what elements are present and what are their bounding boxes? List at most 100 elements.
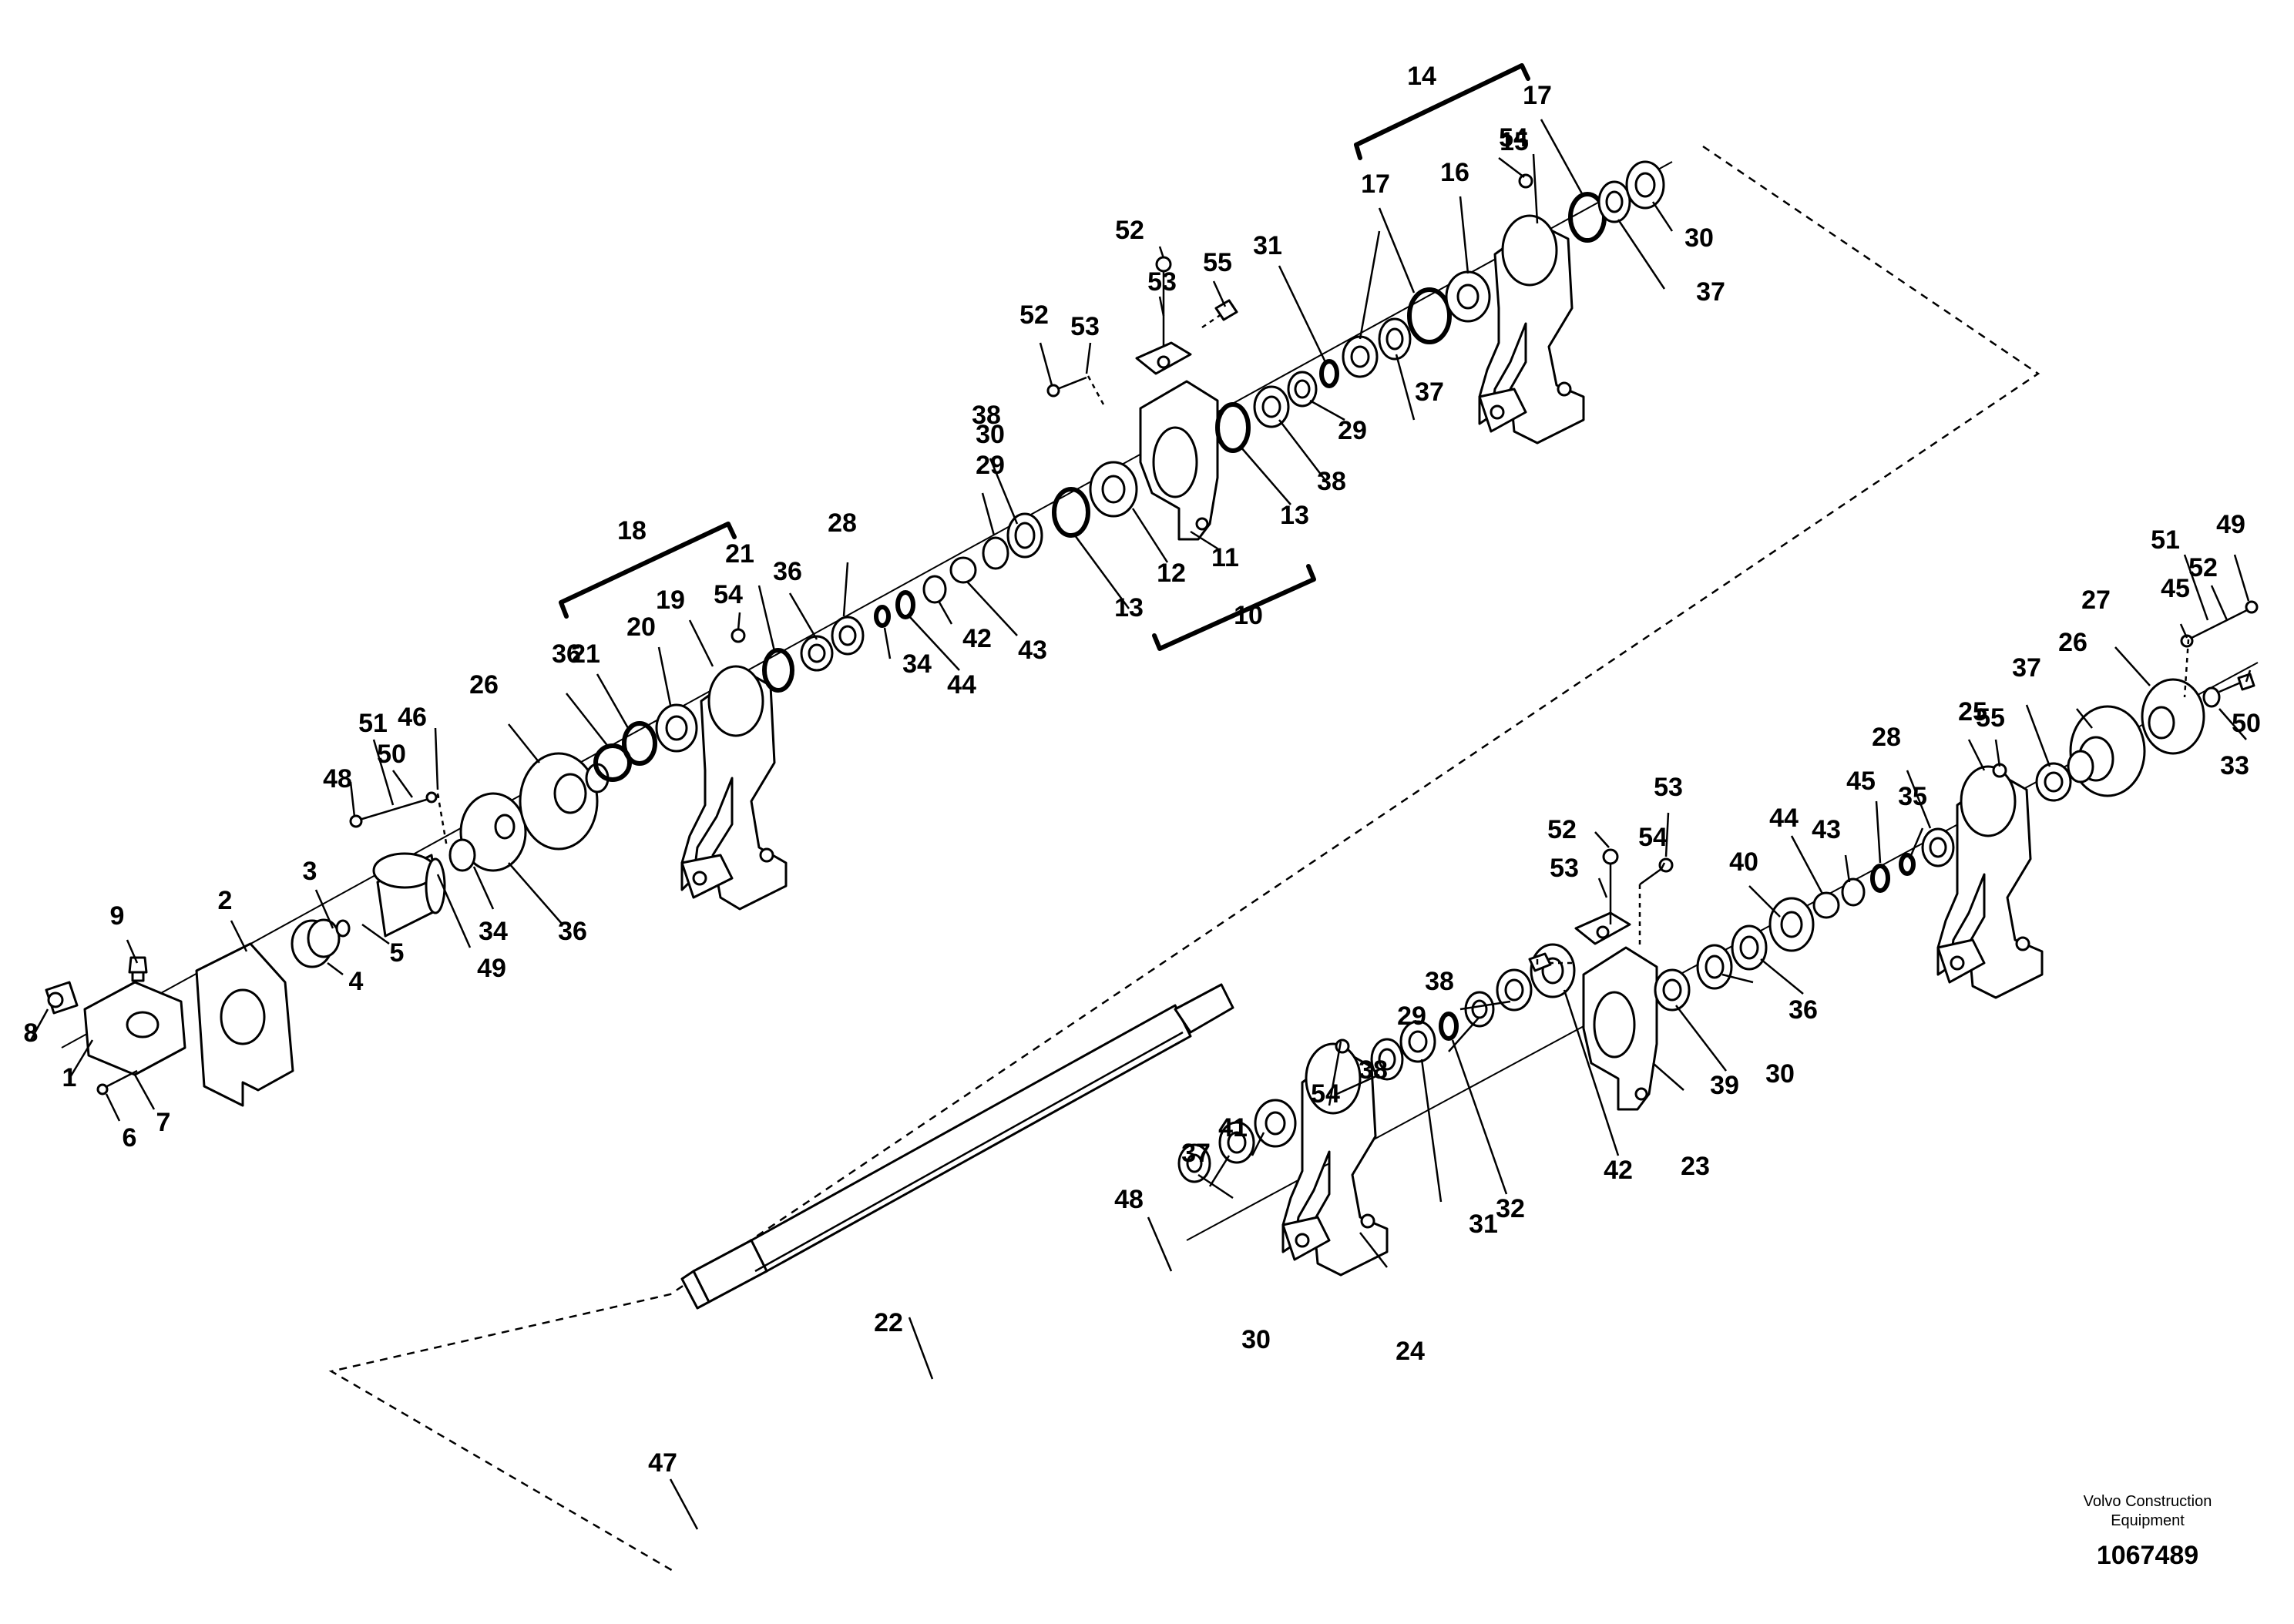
callout-label: 42 (1604, 1156, 1633, 1185)
support-bracket-11 (1135, 341, 1219, 541)
callout-label: 31 (1253, 231, 1282, 260)
spacer-29 (982, 536, 1009, 570)
document-number: 1067489 (2097, 1541, 2198, 1570)
o-ring-13-right (1215, 402, 1251, 453)
callout-label: 46 (398, 703, 427, 732)
callout-label: 30 (1765, 1059, 1795, 1089)
ring-36-upper (593, 743, 632, 782)
callout-label: 45 (1846, 767, 1876, 796)
callout-label: 49 (477, 954, 506, 983)
callout-label: 37 (1696, 277, 1725, 307)
flange-26-upper (519, 752, 610, 851)
washer-32 (2202, 686, 2221, 708)
coupling-sleeve (372, 852, 446, 938)
callout-label: 29 (976, 451, 1005, 480)
callout-label: 53 (1147, 267, 1177, 297)
snap-ring-44-lower (1870, 864, 1890, 893)
mounting-bracket-plate (195, 942, 294, 1107)
bracket-group-10 (1152, 564, 1316, 651)
callout-label: 22 (874, 1308, 903, 1337)
leader-22 (908, 1317, 934, 1380)
o-ring-13-left (1052, 487, 1090, 538)
snap-ring-34 (874, 605, 891, 628)
callout-label: 32 (1496, 1194, 1525, 1223)
callout-label: 13 (1114, 593, 1144, 622)
callout-label: 15 (1500, 127, 1529, 156)
dashed-connector-lines (328, 145, 2040, 1573)
o-ring-21-left (622, 721, 657, 766)
callout-label: 38 (1425, 967, 1454, 996)
callout-label: 26 (2058, 628, 2087, 657)
callout-label: 5 (390, 938, 405, 968)
assembly-axes (61, 161, 2259, 1241)
callout-label: 54 (1638, 823, 1668, 852)
callout-label: 52 (1019, 300, 1049, 330)
callout-label: 39 (1710, 1071, 1739, 1100)
callout-label: 36 (773, 557, 802, 586)
callout-label: 50 (377, 740, 406, 769)
snap-ring-34-lower (1899, 853, 1916, 876)
lock-washer-42-lower (1841, 877, 1866, 907)
drive-shaft-22 (680, 983, 1234, 1310)
callout-label: 17 (1361, 169, 1390, 199)
brand-line-1: Volvo Construction (2084, 1493, 2212, 1510)
callout-label: 36 (1789, 995, 1818, 1025)
callout-label: 51 (358, 709, 388, 738)
callout-label: 38 (1359, 1055, 1388, 1085)
callout-label: 40 (1729, 847, 1758, 877)
callout-label: 52 (2188, 553, 2218, 582)
callout-label: 38 (1317, 467, 1346, 496)
callout-label: 53 (1070, 312, 1100, 341)
callout-label: 16 (1440, 158, 1469, 187)
callout-label: 48 (1114, 1185, 1144, 1214)
callout-label: 28 (1872, 723, 1901, 752)
bearing-housing-19 (680, 665, 788, 911)
callout-label: 49 (2216, 510, 2245, 539)
bracket-group-18 (559, 522, 737, 619)
callout-label: 23 (1681, 1152, 1710, 1181)
callout-label: 54 (1311, 1079, 1340, 1109)
callout-label: 8 (24, 1018, 39, 1048)
callout-label: 14 (1407, 62, 1436, 91)
drum-hub-35 (448, 792, 527, 872)
callout-label: 30 (1684, 223, 1714, 253)
fitting-9 (128, 956, 148, 974)
bracket-group-14 (1354, 63, 1530, 160)
callout-label: 17 (1523, 81, 1552, 110)
callout-label: 7 (156, 1108, 171, 1137)
support-bracket-23 (1574, 911, 1658, 1111)
callout-label: 36 (558, 917, 587, 946)
o-ring-21-right (762, 648, 794, 693)
callout-label: 34 (479, 917, 508, 946)
callout-label: 44 (947, 670, 976, 700)
callout-label: 50 (2232, 709, 2261, 738)
callout-label: 54 (1499, 123, 1528, 153)
ring-31-lower (1439, 1012, 1459, 1041)
bearing-housing-25 (1936, 765, 2044, 999)
lock-washer-42 (922, 575, 947, 604)
bearing-housing-15 (1478, 214, 1585, 445)
bearing-housing-24 (1281, 1042, 1389, 1277)
lock-nut-43-lower (1812, 891, 1840, 919)
callout-label: 37 (1415, 377, 1444, 407)
callout-label: 30 (1241, 1325, 1271, 1354)
callout-label: 42 (962, 624, 992, 653)
callout-label: 6 (123, 1123, 137, 1153)
callout-label: 52 (1547, 815, 1577, 844)
callout-label: 26 (469, 670, 499, 700)
callout-label: 21 (725, 539, 754, 569)
callout-label: 12 (1157, 559, 1186, 588)
callout-label: 31 (1469, 1210, 1498, 1239)
bolt-6 (103, 1069, 138, 1089)
callout-label: 25 (1958, 697, 1987, 726)
coupling-hub (291, 918, 351, 968)
callout-numbers: 1234567891011121313141516171718192021212… (24, 62, 2261, 1478)
callout-label: 41 (1218, 1113, 1248, 1143)
callout-label: 27 (2081, 586, 2111, 615)
group-brackets (559, 63, 1530, 651)
callout-label: 30 (976, 420, 1005, 449)
upper-assembly (45, 160, 1665, 1107)
callout-label: 21 (571, 639, 600, 669)
callout-label: 53 (1654, 773, 1683, 802)
